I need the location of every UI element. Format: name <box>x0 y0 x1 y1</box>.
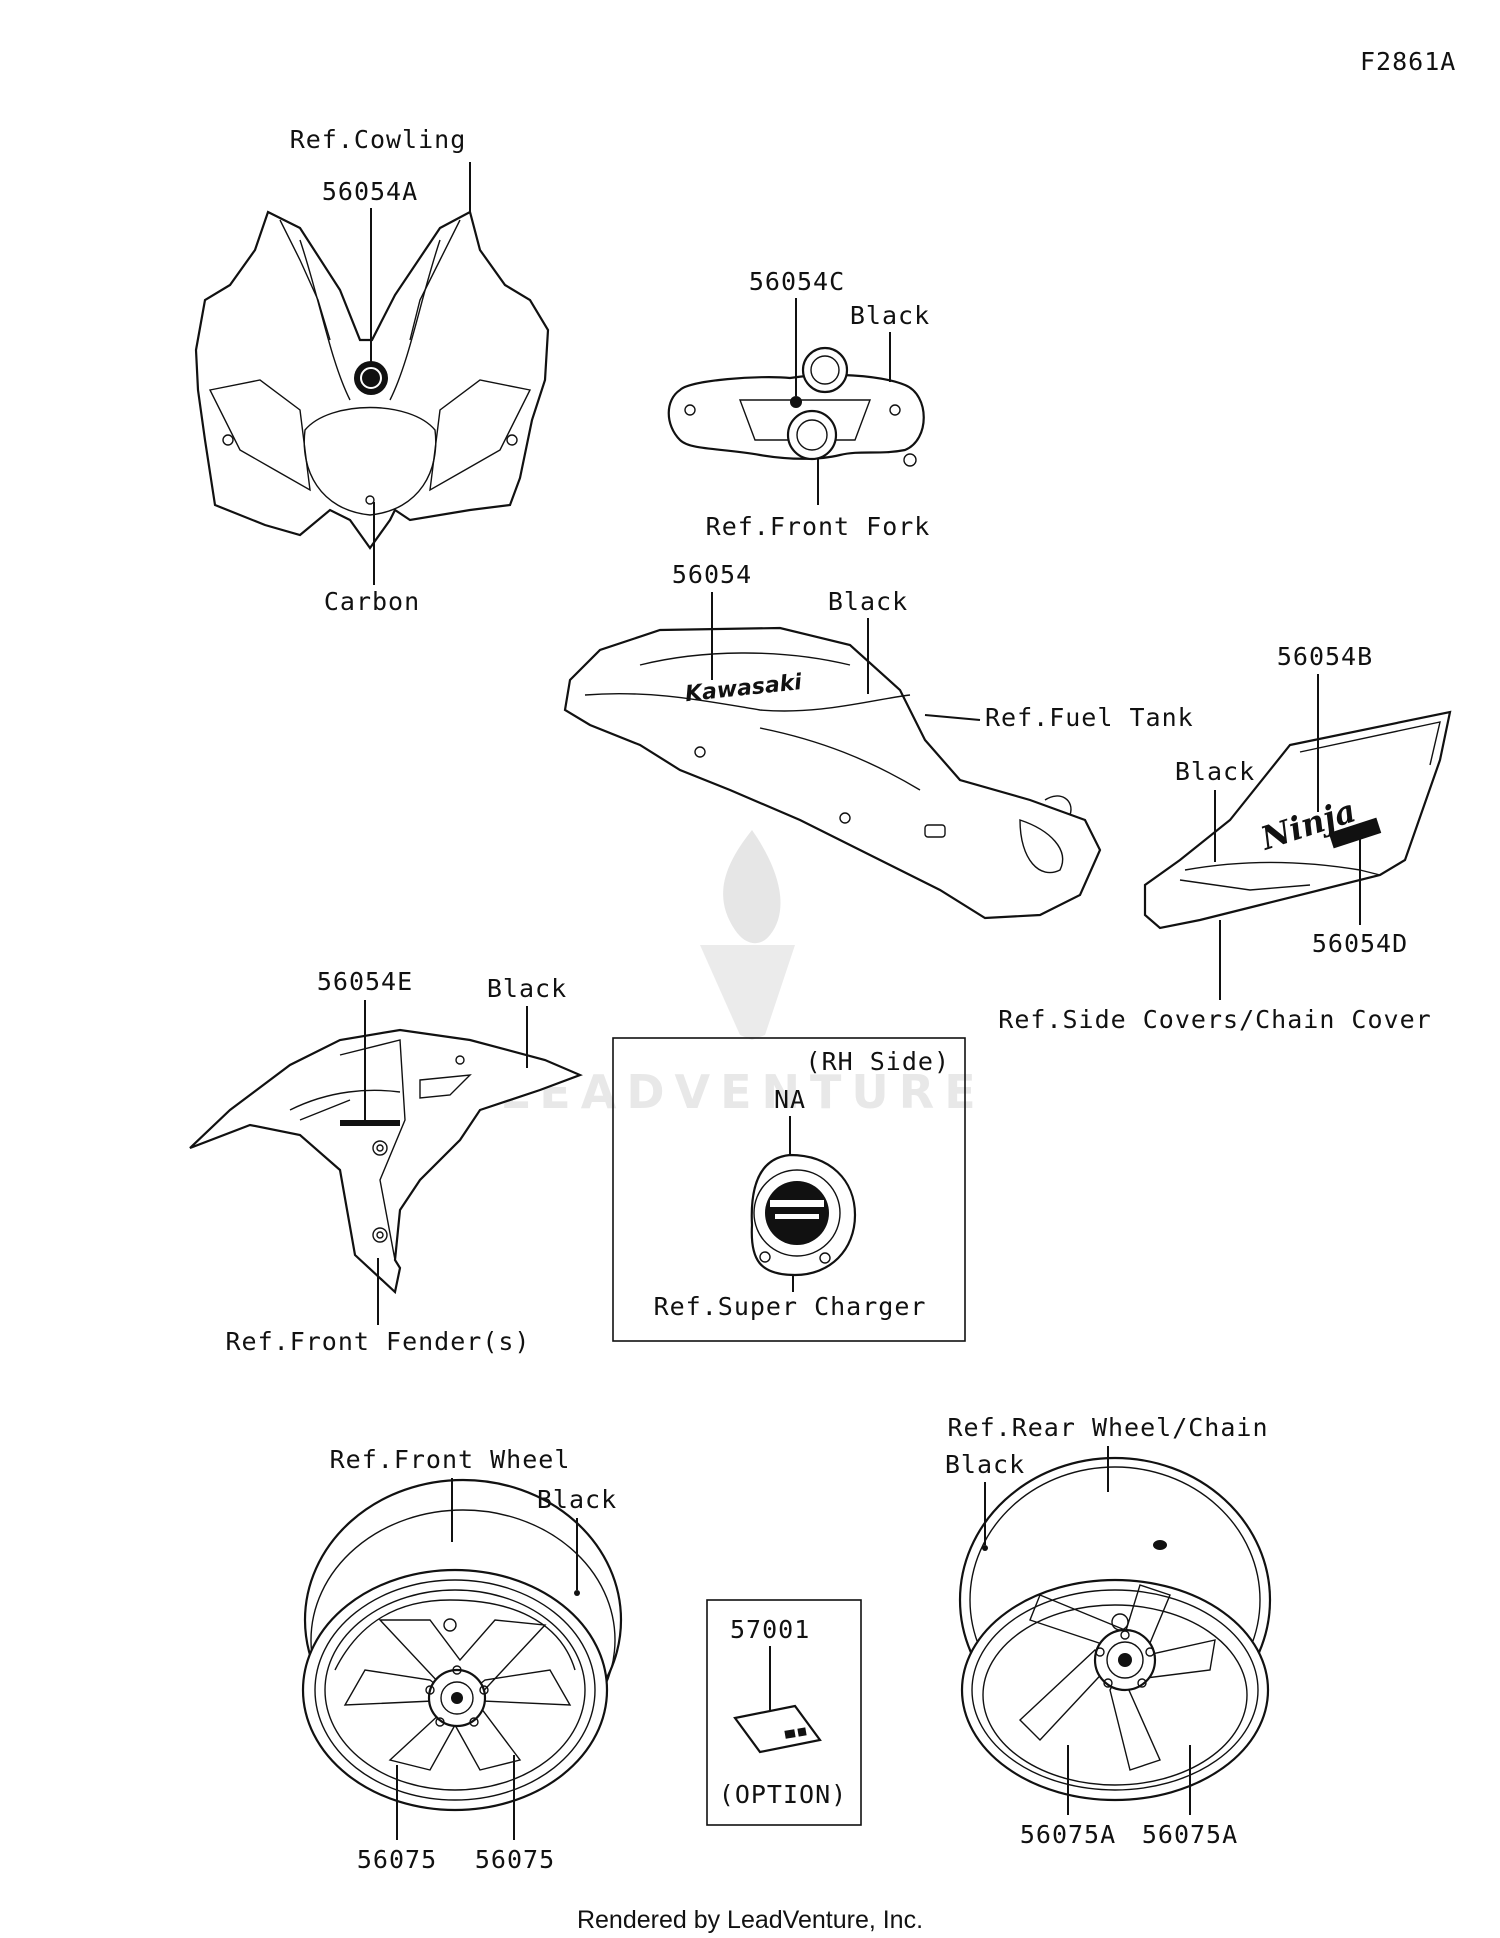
part-56054-label: 56054 <box>672 560 752 589</box>
black-side-label: Black <box>1175 757 1255 786</box>
part-56054A-label: 56054A <box>322 177 418 206</box>
part-56054D-label: 56054D <box>1312 929 1408 958</box>
part-56054B-label: 56054B <box>1277 642 1373 671</box>
part-57001-label: 57001 <box>730 1615 810 1644</box>
super-charger-part[interactable] <box>750 1153 857 1277</box>
footer-credit: Rendered by LeadVenture, Inc. <box>577 1906 923 1934</box>
rh-side-label: (RH Side) <box>806 1047 950 1076</box>
black-rear-wheel-label: Black <box>945 1450 1025 1479</box>
black-front-wheel-label: Black <box>537 1485 617 1514</box>
part-56075-left-label: 56075 <box>357 1845 437 1874</box>
option-label: (OPTION) <box>719 1780 847 1809</box>
ref-front-fork-label: Ref.Front Fork <box>706 512 931 541</box>
rear-wheel-part[interactable] <box>958 1456 1272 1802</box>
ref-side-covers-label: Ref.Side Covers/Chain Cover <box>998 1005 1431 1034</box>
super-charger-box <box>612 1037 966 1342</box>
black-fork-label: Black <box>850 301 930 330</box>
option-card-part[interactable] <box>733 1704 822 1754</box>
front-wheel-part[interactable] <box>301 1478 623 1812</box>
ref-super-charger-label: Ref.Super Charger <box>654 1292 927 1321</box>
part-56075A-right-label: 56075A <box>1142 1820 1238 1849</box>
ref-cowling-label: Ref.Cowling <box>290 125 467 154</box>
ref-front-fender-label: Ref.Front Fender(s) <box>226 1327 531 1356</box>
carbon-label: Carbon <box>324 587 420 616</box>
ref-front-wheel-label: Ref.Front Wheel <box>330 1445 571 1474</box>
ref-fuel-tank-label: Ref.Fuel Tank <box>985 703 1194 732</box>
part-56075-right-label: 56075 <box>475 1845 555 1874</box>
part-56054E-label: 56054E <box>317 967 413 996</box>
part-56075A-left-label: 56075A <box>1020 1820 1116 1849</box>
side-cover-part[interactable]: Ninja <box>1143 710 1452 930</box>
cowling-part[interactable] <box>194 210 550 550</box>
diagram-id: F2861A <box>1360 47 1456 76</box>
front-fork-part[interactable] <box>667 346 925 467</box>
ref-rear-wheel-label: Ref.Rear Wheel/Chain <box>947 1413 1268 1442</box>
option-box <box>706 1599 862 1826</box>
fuel-tank-part[interactable]: Kawasaki <box>563 626 1102 920</box>
na-label: NA <box>774 1085 806 1114</box>
black-tank-label: Black <box>828 587 908 616</box>
front-fender-part[interactable] <box>189 1028 583 1295</box>
black-fender-label: Black <box>487 974 567 1003</box>
part-56054C-label: 56054C <box>749 267 845 296</box>
